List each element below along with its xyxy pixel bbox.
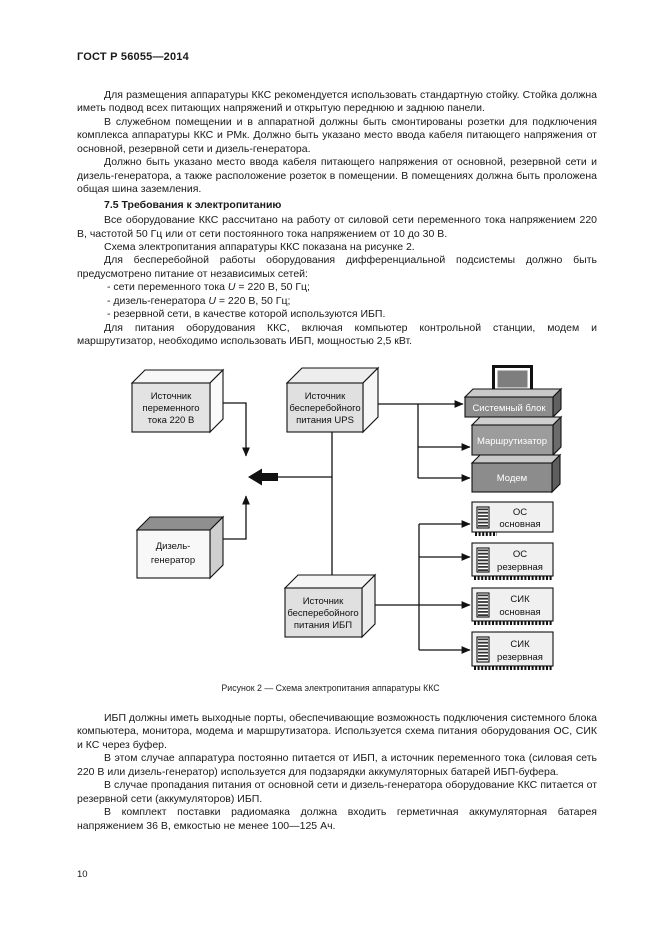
svg-text:Дизель-: Дизель-	[156, 541, 191, 552]
svg-text:генератор: генератор	[151, 555, 195, 566]
list-item: - резервной сети, в качестве которой исп…	[107, 308, 386, 321]
os-main-device: ОС основная	[471, 501, 554, 536]
svg-text:резервная: резервная	[497, 562, 543, 573]
doc-header: ГОСТ Р 56055—2014	[77, 51, 189, 63]
paragraph: В случае пропадания питания от основной …	[77, 779, 597, 805]
paragraph: В комплект поставки радиомаяка должна вх…	[77, 806, 597, 832]
paragraph: ИБП должны иметь выходные порты, обеспеч…	[77, 712, 597, 751]
svg-text:Системный блок: Системный блок	[472, 403, 546, 414]
os-reserve-device: ОС резервная	[471, 542, 554, 580]
svg-text:Источник: Источник	[305, 391, 346, 402]
svg-text:основная: основная	[499, 519, 540, 530]
paragraph: Схема электропитания аппаратуры ККС пока…	[104, 240, 415, 253]
system-unit-box: Системный блок	[463, 387, 563, 419]
body-text-top: Для размещения аппаратуры ККС рекомендуе…	[77, 89, 597, 349]
svg-text:переменного: переменного	[142, 403, 199, 414]
svg-text:бесперебойного: бесперебойного	[287, 608, 358, 619]
svg-text:Источник: Источник	[151, 391, 192, 402]
svg-text:Модем: Модем	[497, 473, 527, 484]
paragraph: Все оборудование ККС рассчитано на работ…	[77, 214, 597, 240]
paragraph: Должно быть указано место ввода кабеля п…	[77, 156, 597, 196]
sik-reserve-device: СИК резервная	[471, 631, 554, 670]
ibp-box: Источник бесперебойного питания ИБП	[283, 573, 377, 639]
svg-text:тока 220 В: тока 220 В	[148, 415, 195, 426]
svg-text:ОС: ОС	[513, 507, 527, 518]
connection-lines	[210, 400, 471, 654]
modem-box: Модем	[470, 453, 562, 494]
body-text-bottom: ИБП должны иметь выходные порты, обеспеч…	[77, 712, 597, 833]
svg-text:резервная: резервная	[497, 652, 543, 663]
svg-text:СИК: СИК	[510, 594, 530, 605]
figure-2-diagram: Источник переменного тока 220 В Источник…	[130, 365, 563, 670]
power-switch-arrow-icon	[248, 468, 278, 486]
svg-text:основная: основная	[499, 607, 540, 618]
paragraph: В служебном помещении и в аппаратной дол…	[77, 115, 597, 155]
svg-text:бесперебойного: бесперебойного	[289, 403, 360, 414]
ups-box: Источник бесперебойного питания UPS	[285, 366, 380, 434]
paragraph: В этом случае аппаратура постоянно питае…	[77, 752, 597, 778]
paragraph: Для питания оборудования ККС, включая ко…	[77, 321, 597, 348]
svg-text:питания UPS: питания UPS	[296, 415, 354, 426]
list-item: - дизель-генератора U = 220 В, 50 Гц;	[107, 294, 291, 307]
monitor-icon	[492, 365, 533, 393]
paragraph: Для бесперебойной работы оборудования ди…	[77, 254, 597, 280]
svg-text:ОС: ОС	[513, 549, 527, 560]
router-box: Маршрутизатор	[470, 415, 563, 457]
svg-text:СИК: СИК	[510, 639, 530, 650]
svg-text:Источник: Источник	[303, 596, 344, 607]
section-heading: 7.5 Требования к электропитанию	[104, 198, 282, 211]
page-number: 10	[77, 869, 88, 880]
ac-source-box: Источник переменного тока 220 В	[130, 368, 225, 434]
paragraph: Для размещения аппаратуры ККС рекомендуе…	[77, 89, 597, 115]
sik-main-device: СИК основная	[471, 587, 554, 625]
diesel-generator-box: Дизель- генератор	[135, 515, 225, 580]
svg-text:Маршрутизатор: Маршрутизатор	[477, 436, 547, 447]
svg-text:питания ИБП: питания ИБП	[294, 620, 352, 631]
figure-caption: Рисунок 2 — Схема электропитания аппарат…	[221, 683, 440, 693]
list-item: - сети переменного тока U = 220 В, 50 Гц…	[107, 281, 310, 294]
